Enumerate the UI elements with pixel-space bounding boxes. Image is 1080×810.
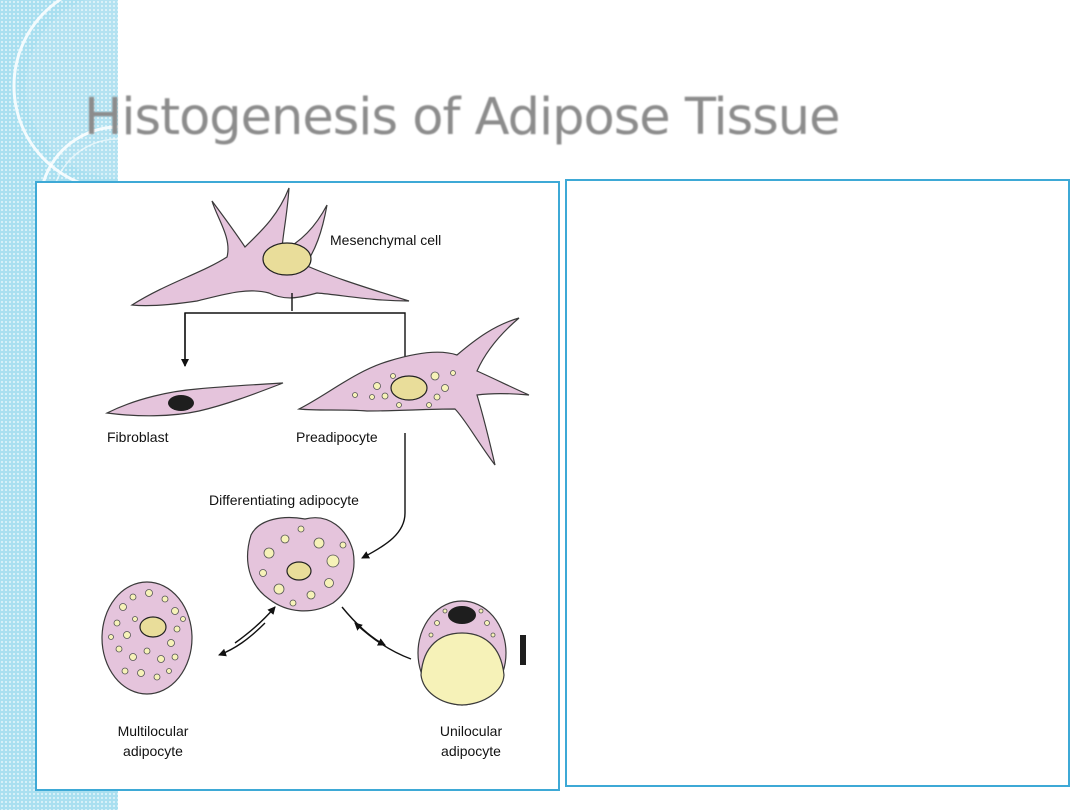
preadipocyte-nucleus [390,375,428,401]
multilocular-lipids [108,589,186,681]
multilocular-label-line2: adipocyte [123,743,183,759]
multilocular-adipocyte-cell [101,581,193,695]
preadipocyte-label: Preadipocyte [296,429,378,445]
preadipocyte-cell [296,317,530,466]
mesenchymal-cell [130,187,410,307]
differentiating-lipids [259,525,347,607]
branch-arrow-right [184,312,409,367]
unilocular-label-line2: adipocyte [441,743,501,759]
unilocular-adipocyte-label: Unilocular adipocyte [421,721,521,761]
fibroblast-label: Fibroblast [107,429,169,445]
unilocular-nucleus [448,606,476,624]
unilocular-small-lipids [428,608,496,638]
diagram-panel: Mesenchymal cell Fibroblast Preadipocyte… [35,181,560,791]
differentiating-nucleus [286,561,312,581]
fibroblast-nucleus [168,395,194,411]
unilocular-lipid-droplet [420,632,505,706]
differentiating-adipocyte-label: Differentiating adipocyte [209,492,359,508]
mesenchymal-nucleus [262,242,312,276]
decorative-circle-fill [26,0,160,178]
preadipocyte-to-differentiating-arrow [361,433,406,559]
branch-connectors [181,293,409,367]
multilocular-adipocyte-label: Multilocular adipocyte [103,721,203,761]
multilocular-nucleus [139,616,167,638]
slide-title: Histogenesis of Adipose Tissue [84,88,840,147]
unilocular-label-line1: Unilocular [439,723,503,739]
adipogenesis-diagram [101,187,530,706]
mesenchymal-cell-label: Mesenchymal cell [330,232,442,248]
unilocular-edge-mark [520,635,526,665]
fibroblast-cell [104,382,284,417]
unilocular-adipocyte-cell [417,600,526,706]
preadipocyte-lipids [352,370,456,408]
multilocular-label-line1: Multilocular [117,723,189,739]
multilocular-reversible-arrows [218,606,276,657]
differentiating-adipocyte-cell [247,516,355,612]
empty-content-panel [565,179,1070,787]
unilocular-reversible-arrows [341,606,412,660]
